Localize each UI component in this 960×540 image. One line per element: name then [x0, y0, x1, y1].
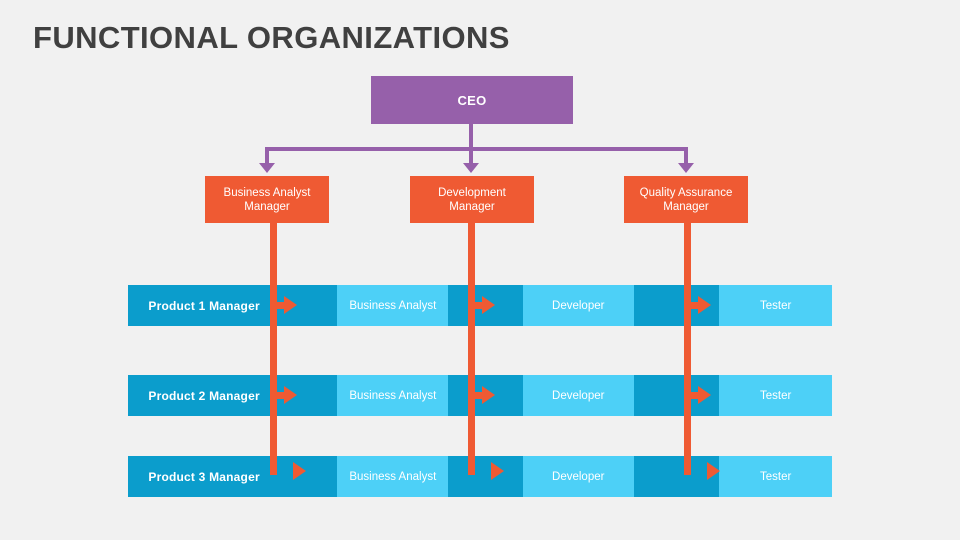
- orange-arrowhead-ba-row2-icon: [284, 386, 297, 404]
- orange-arrowhead-qa-row2-icon: [698, 386, 711, 404]
- product-3-business-analyst-cell[interactable]: Business Analyst: [337, 456, 449, 497]
- product-3-gap-3: [633, 456, 720, 497]
- orange-arrowhead-qa-row1-icon: [698, 296, 711, 314]
- orange-connector-qa: [684, 223, 691, 475]
- product-2-developer-cell[interactable]: Developer: [522, 375, 634, 416]
- manager-qa-line2: Manager: [663, 200, 709, 213]
- orange-overlay-qa-row3: [684, 456, 691, 475]
- product-1-manager-cell[interactable]: Product 1 Manager: [128, 285, 281, 326]
- product-2-business-analyst-cell[interactable]: Business Analyst: [337, 375, 449, 416]
- product-1-developer-cell[interactable]: Developer: [522, 285, 634, 326]
- manager-box-business-analyst[interactable]: Business Analyst Manager: [205, 176, 329, 223]
- orange-arrowhead-dev-row2-icon: [482, 386, 495, 404]
- orange-overlay-qa-row2: [684, 375, 691, 416]
- orange-arrowhead-qa-row3-icon: [707, 462, 720, 480]
- orange-stub-qa-row1: [691, 302, 699, 309]
- orange-stub-qa-row2: [691, 392, 699, 399]
- orange-overlay-qa-row1: [684, 285, 691, 326]
- orange-arrowhead-dev-row3-icon: [491, 462, 504, 480]
- manager-ba-line2: Manager: [244, 200, 290, 213]
- product-3-manager-cell[interactable]: Product 3 Manager: [128, 456, 281, 497]
- product-3-tester-cell[interactable]: Tester: [719, 456, 832, 497]
- ceo-arrow-dev-icon: [463, 163, 479, 173]
- manager-ba-line1: Business Analyst: [223, 186, 311, 199]
- manager-dev-line1: Development: [438, 186, 506, 199]
- ceo-stem-connector: [469, 124, 473, 150]
- orange-arrowhead-ba-row3-icon: [293, 462, 306, 480]
- orange-arrowhead-ba-row1-icon: [284, 296, 297, 314]
- ceo-box[interactable]: CEO: [371, 76, 573, 124]
- manager-dev-line2: Manager: [449, 200, 495, 213]
- ceo-arrow-ba-icon: [259, 163, 275, 173]
- orange-stub-dev-row2: [475, 392, 483, 399]
- product-2-tester-cell[interactable]: Tester: [719, 375, 832, 416]
- orange-stub-ba-row2: [277, 392, 285, 399]
- orange-connector-dev: [468, 223, 475, 475]
- product-2-manager-cell[interactable]: Product 2 Manager: [128, 375, 281, 416]
- ceo-drop-ba: [265, 147, 269, 165]
- product-row-3[interactable]: Product 3 Manager Business Analyst Devel…: [128, 456, 832, 497]
- product-3-gap-1: [280, 456, 338, 497]
- orange-stub-dev-row1: [475, 302, 483, 309]
- product-row-2[interactable]: Product 2 Manager Business Analyst Devel…: [128, 375, 832, 416]
- orange-overlay-ba-row1: [270, 285, 277, 326]
- orange-overlay-dev-row1: [468, 285, 475, 326]
- orange-stub-ba-row1: [277, 302, 285, 309]
- orange-overlay-dev-row3: [468, 456, 475, 475]
- page-title: FUNCTIONAL ORGANIZATIONS: [33, 20, 510, 55]
- product-row-1[interactable]: Product 1 Manager Business Analyst Devel…: [128, 285, 832, 326]
- product-3-developer-cell[interactable]: Developer: [522, 456, 634, 497]
- orange-arrowhead-dev-row1-icon: [482, 296, 495, 314]
- product-1-business-analyst-cell[interactable]: Business Analyst: [337, 285, 449, 326]
- product-1-tester-cell[interactable]: Tester: [719, 285, 832, 326]
- product-3-gap-2: [448, 456, 523, 497]
- ceo-drop-dev: [469, 147, 473, 165]
- manager-qa-line1: Quality Assurance: [639, 186, 733, 199]
- orange-overlay-ba-row2: [270, 375, 277, 416]
- ceo-label: CEO: [457, 92, 487, 108]
- orange-overlay-ba-row3: [270, 456, 277, 475]
- ceo-bus-connector: [265, 147, 688, 151]
- orange-connector-ba: [270, 223, 277, 475]
- manager-box-development[interactable]: Development Manager: [410, 176, 534, 223]
- manager-box-quality-assurance[interactable]: Quality Assurance Manager: [624, 176, 748, 223]
- ceo-arrow-qa-icon: [678, 163, 694, 173]
- orange-overlay-dev-row2: [468, 375, 475, 416]
- ceo-drop-qa: [684, 147, 688, 165]
